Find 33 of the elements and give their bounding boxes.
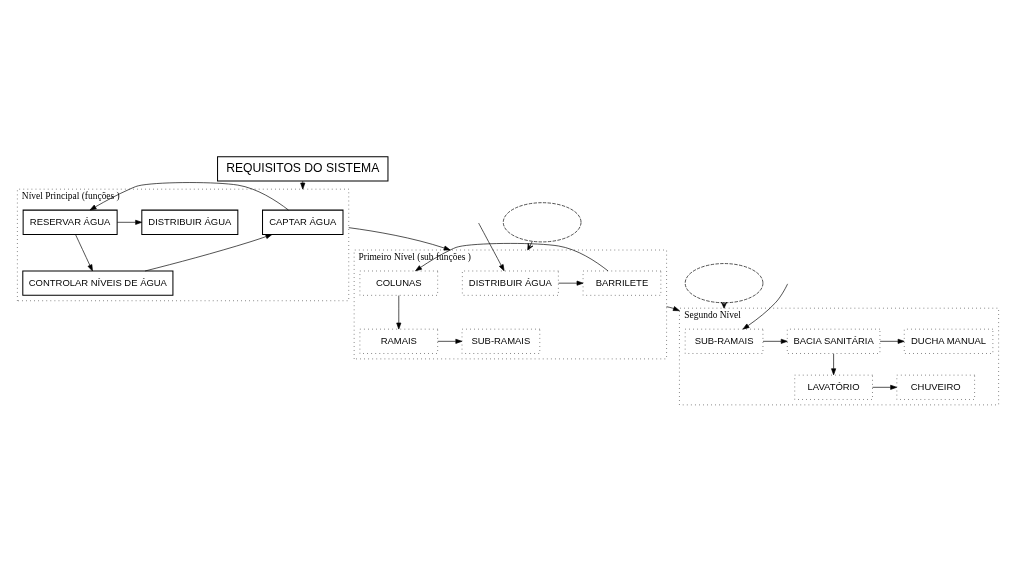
arrow — [300, 180, 306, 189]
node-box: COLUNAS — [359, 270, 438, 296]
arrow — [89, 181, 289, 210]
arrow — [527, 240, 534, 250]
node-box: RESERVAR ÁGUA — [22, 209, 118, 235]
arrow — [415, 242, 609, 271]
node-box: RAMAIS — [359, 328, 438, 354]
node-ellipse — [502, 201, 582, 242]
node-box: SUB-RAMAIS — [684, 328, 764, 354]
arrow — [872, 384, 898, 390]
node-box: BARRILETE — [582, 270, 662, 296]
arrow — [144, 233, 273, 271]
arrow — [396, 294, 402, 329]
node-box: LAVATÓRIO — [794, 374, 873, 400]
arrow — [742, 283, 788, 329]
node-box: DISTRIBUIR ÁGUA — [141, 209, 239, 235]
arrow — [879, 338, 905, 344]
arrow — [762, 338, 788, 344]
arrow — [478, 222, 505, 271]
arrow — [437, 338, 463, 344]
node-box: DISTRIBUIR ÁGUA — [462, 270, 559, 296]
arrow — [75, 233, 93, 271]
node-box: DUCHA MANUAL — [903, 328, 994, 354]
arrow — [558, 280, 584, 286]
arrow — [666, 305, 680, 311]
node-box: CHUVEIRO — [896, 374, 975, 400]
node-box: BACIA SANITÁRIA — [786, 328, 881, 354]
node-box: SUB-RAMAIS — [461, 328, 541, 354]
arrow — [831, 352, 837, 375]
arrow — [348, 226, 451, 250]
node-box: CONTROLAR NÍVEIS DE ÁGUA — [22, 270, 174, 296]
arrow — [117, 219, 143, 225]
node-box: CAPTAR ÁGUA — [262, 209, 344, 235]
